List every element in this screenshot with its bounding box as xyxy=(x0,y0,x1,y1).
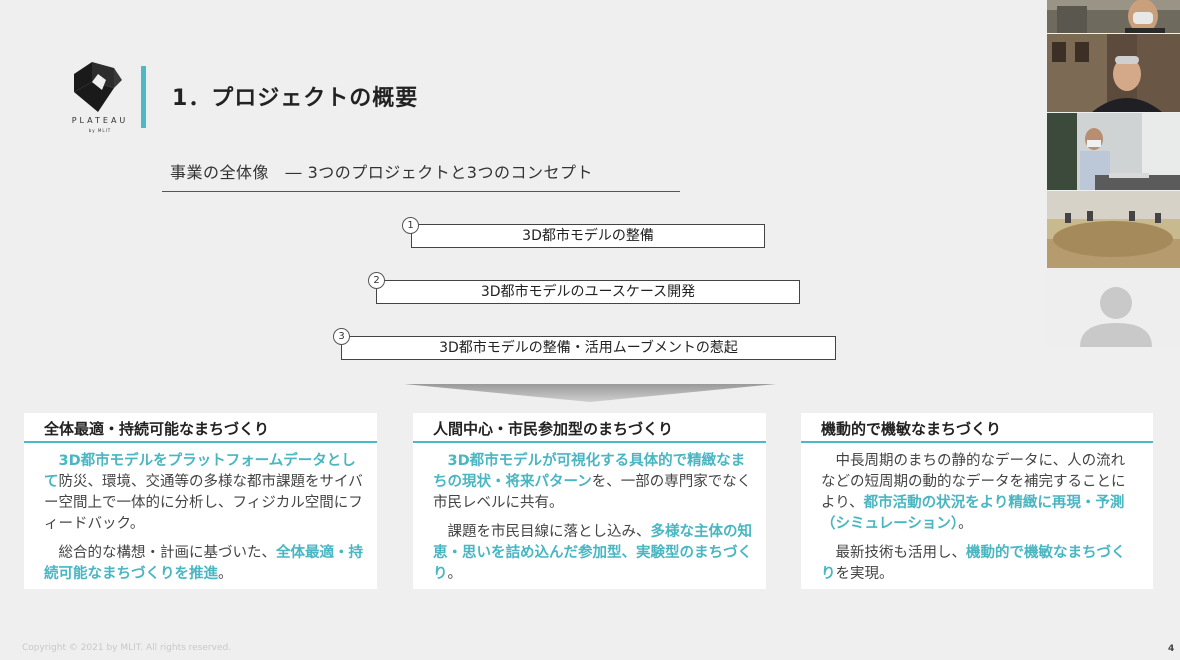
plateau-logo: PLATEAU by MLIT xyxy=(50,58,150,148)
body-text: を実現。 xyxy=(836,566,894,582)
card-header: 人間中心・市民参加型のまちづくり xyxy=(413,413,766,443)
card-paragraph-1: 中長周期のまちの静的なデータに、人の流れなどの短周期の動的なデータを補完すること… xyxy=(821,451,1139,535)
card-body: 3D都市モデルをプラットフォームデータとして防災、環境、交通等の多様な都市課題を… xyxy=(44,451,363,593)
body-text: 。 xyxy=(218,566,233,582)
project-label: 3D都市モデルの整備 xyxy=(522,228,654,244)
card-body: 3D都市モデルが可視化する具体的で精緻なまちの現状・将来パターンを、一部の専門家… xyxy=(433,451,752,593)
video-tile-4[interactable] xyxy=(1047,191,1180,268)
card-title: 全体最適・持続可能なまちづくり xyxy=(44,418,269,439)
project-number-3: 3 xyxy=(333,328,350,345)
down-chevron-arrow xyxy=(404,384,776,404)
concept-card-1: 全体最適・持続可能なまちづくり 3D都市モデルをプラットフォームデータとして防災… xyxy=(24,413,377,589)
body-text: 最新技術も活用し、 xyxy=(836,545,967,561)
project-box-2: 3D都市モデルのユースケース開発 xyxy=(376,280,800,304)
project-label: 3D都市モデルのユースケース開発 xyxy=(481,284,695,300)
participant-video-icon xyxy=(1047,191,1180,268)
body-text: 。 xyxy=(958,516,973,532)
avatar-placeholder-icon xyxy=(1047,269,1180,347)
card-paragraph-2: 総合的な構想・計画に基づいた、全体最適・持続可能なまちづくりを推進。 xyxy=(44,543,363,585)
body-text: 総合的な構想・計画に基づいた、 xyxy=(59,545,277,561)
video-tile-1[interactable] xyxy=(1047,0,1180,33)
card-title: 機動的で機敏なまちづくり xyxy=(821,418,1001,439)
highlight-text: 都市活動の状況をより精緻に再現・予測（シミュレーション） xyxy=(821,495,1124,532)
overview-heading: 事業の全体像 ― 3つのプロジェクトと3つのコンセプト xyxy=(162,158,680,192)
participant-video-icon xyxy=(1047,34,1180,112)
project-number-2: 2 xyxy=(368,272,385,289)
body-text: 。 xyxy=(448,566,463,582)
video-tile-2[interactable] xyxy=(1047,34,1180,112)
video-tile-3[interactable] xyxy=(1047,113,1180,190)
video-tile-5[interactable] xyxy=(1047,269,1180,347)
project-label: 3D都市モデルの整備・活用ムーブメントの惹起 xyxy=(439,340,738,356)
logo-subtext: by MLIT xyxy=(50,128,150,133)
card-header: 全体最適・持続可能なまちづくり xyxy=(24,413,377,443)
body-text: 防災、環境、交通等の多様な都市課題をサイバー空間上で一体的に分析し、フィジカル空… xyxy=(44,474,363,532)
logo-wordmark: PLATEAU xyxy=(50,116,150,125)
title-accent-bar xyxy=(141,66,146,128)
card-body: 中長周期のまちの静的なデータに、人の流れなどの短周期の動的なデータを補完すること… xyxy=(821,451,1139,593)
concept-card-2: 人間中心・市民参加型のまちづくり 3D都市モデルが可視化する具体的で精緻なまちの… xyxy=(413,413,766,589)
card-paragraph-2: 最新技術も活用し、機動的で機敏なまちづくりを実現。 xyxy=(821,543,1139,585)
copyright-footer: Copyright © 2021 by MLIT. All rights res… xyxy=(22,643,231,653)
project-number-1: 1 xyxy=(402,217,419,234)
page-number: 4 xyxy=(1168,644,1174,654)
concept-card-3: 機動的で機敏なまちづくり 中長周期のまちの静的なデータに、人の流れなどの短周期の… xyxy=(801,413,1153,589)
card-paragraph-2: 課題を市民目線に落とし込み、多様な主体の知恵・思いを詰め込んだ参加型、実験型のま… xyxy=(433,522,752,585)
card-paragraph-1: 3D都市モデルが可視化する具体的で精緻なまちの現状・将来パターンを、一部の専門家… xyxy=(433,451,752,514)
participant-video-icon xyxy=(1047,113,1180,190)
card-title: 人間中心・市民参加型のまちづくり xyxy=(433,418,673,439)
body-text: 課題を市民目線に落とし込み、 xyxy=(448,524,651,540)
participant-video-icon xyxy=(1047,0,1180,33)
page-title: 1．プロジェクトの概要 xyxy=(172,80,418,112)
project-box-1: 3D都市モデルの整備 xyxy=(411,224,765,248)
card-header: 機動的で機敏なまちづくり xyxy=(801,413,1153,443)
plateau-logo-icon xyxy=(68,58,132,114)
card-paragraph-1: 3D都市モデルをプラットフォームデータとして防災、環境、交通等の多様な都市課題を… xyxy=(44,451,363,535)
project-box-3: 3D都市モデルの整備・活用ムーブメントの惹起 xyxy=(341,336,836,360)
